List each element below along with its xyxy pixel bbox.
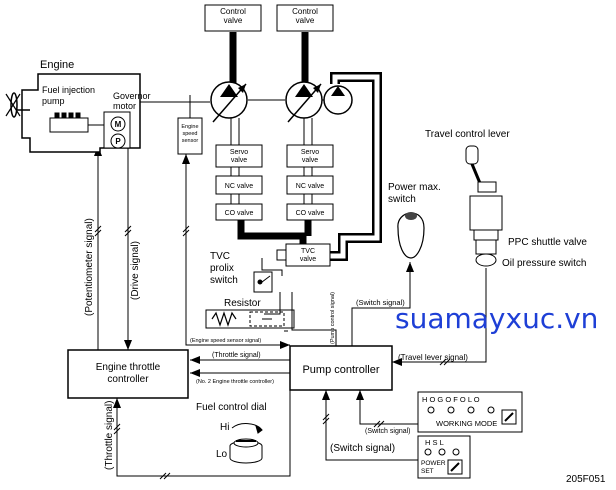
dial-lo-label: Lo xyxy=(216,449,228,460)
dial-hi-label: Hi xyxy=(220,422,229,433)
working-mode-letters: H O G O F O L O xyxy=(422,395,480,404)
power-set-line xyxy=(325,390,418,461)
control-valve-1-box xyxy=(204,4,262,32)
nc-valve-2-label: NC valve xyxy=(296,183,325,190)
switch-signal-3-label: (Switch signal) xyxy=(330,443,395,454)
watermark: suamayxuc.vn xyxy=(395,302,598,335)
valve-stack-1 xyxy=(215,118,263,221)
nc-valve-2-box xyxy=(286,175,334,195)
resistor-circuit xyxy=(205,309,295,332)
power-max-switch-label: Power max.switch xyxy=(388,182,441,205)
fuel-injection-pump xyxy=(49,112,104,133)
throttle-signal-v-label: (Throttle signal) xyxy=(104,401,115,470)
main-pump-1 xyxy=(210,81,248,123)
tvc-prolix-switch xyxy=(253,271,273,293)
co-valve-1-label: CO valve xyxy=(225,210,254,217)
power-set-panel xyxy=(417,435,471,479)
potentiometer-signal-label: (Potentiometer signal) xyxy=(84,218,95,316)
break-ticks xyxy=(94,225,451,480)
throttle-signal-v-line xyxy=(116,390,291,477)
power-set-letters: H S L xyxy=(425,438,444,447)
power-max-switch xyxy=(397,212,425,259)
tvc-switch-line xyxy=(261,258,283,276)
control-valve-2-box xyxy=(276,4,334,32)
oil-pressure-switch-label: Oil pressure switch xyxy=(502,258,586,269)
power-max-switch-line xyxy=(351,262,411,346)
travel-lever-signal-label: (Travel lever signal) xyxy=(398,353,468,362)
engine-label: Engine xyxy=(40,59,74,71)
pot-p-label: P xyxy=(115,137,121,146)
working-mode-line xyxy=(359,390,418,425)
co-valve-2-label: CO valve xyxy=(296,210,325,217)
fuel-control-dial-label: Fuel control dial xyxy=(196,402,267,413)
engine-speed-sensor-line xyxy=(185,154,290,346)
engine-speed-sensor-signal-label: (Engine speed sensor signal) xyxy=(190,338,261,344)
switch-signal-1-label: (Switch signal) xyxy=(356,298,405,307)
travel-control-lever xyxy=(465,145,503,267)
governor-motor xyxy=(103,111,131,149)
travel-control-lever-label: Travel control lever xyxy=(425,129,510,140)
pump-control-signal-label: (Pump control signal) xyxy=(330,292,336,344)
engine-throttle-controller-box xyxy=(67,349,189,399)
no2-engine-throttle-controller-label: (No. 2 Engine throttle controller) xyxy=(196,379,274,385)
pump-control-line xyxy=(291,292,337,346)
hydraulic-lines xyxy=(229,32,382,261)
motor-symbol xyxy=(110,116,126,132)
servo-valve-2-box xyxy=(286,144,334,168)
drive-signal-label: (Drive signal) xyxy=(130,241,141,300)
pump-controller-box xyxy=(289,345,393,391)
nc-valve-1-label: NC valve xyxy=(225,183,254,190)
pump-controller-label: Pump controller xyxy=(302,364,379,376)
co-valve-1-box xyxy=(215,203,263,221)
arrowheads xyxy=(94,146,414,408)
main-pump-line-inner xyxy=(303,74,380,259)
resistor-line xyxy=(264,292,281,315)
throttle-signal-h-label: (Throttle signal) xyxy=(212,352,261,359)
main-pump-2 xyxy=(285,81,323,123)
ppc-shuttle-valve-label: PPC shuttle valve xyxy=(508,237,587,248)
co-tvc-line xyxy=(237,218,307,244)
working-mode-panel xyxy=(417,391,523,433)
motor-m-label: M xyxy=(115,120,122,129)
pilot-pump xyxy=(323,85,353,115)
signal-lines xyxy=(97,95,487,477)
potentiometer-symbol xyxy=(110,133,126,149)
resistor-label: Resistor xyxy=(224,298,261,309)
co-valve-2-box xyxy=(286,203,334,221)
tvc-solenoid xyxy=(276,249,287,261)
fuel-control-dial xyxy=(229,423,263,464)
valve-stack-2 xyxy=(286,118,334,221)
working-mode-label: WORKING MODE xyxy=(436,419,497,428)
travel-lever-line xyxy=(392,268,487,363)
figure-code: 205F051 xyxy=(566,474,606,485)
switch-signal-2-label: (Switch signal) xyxy=(365,428,411,435)
